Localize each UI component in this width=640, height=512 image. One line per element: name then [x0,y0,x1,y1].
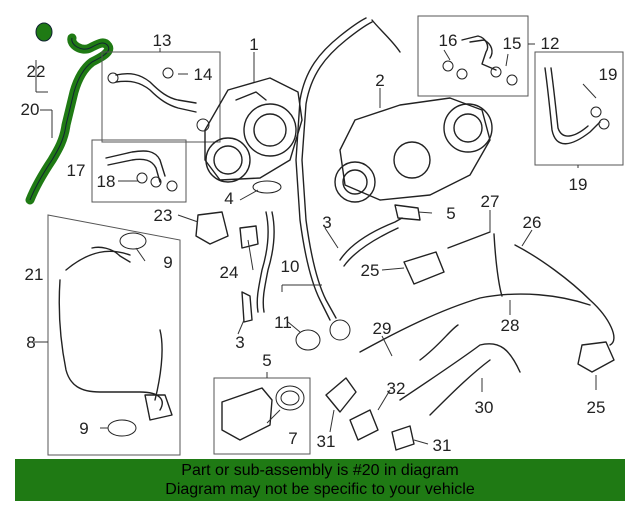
callout-14: 13 [153,31,172,50]
callout-9: 9 [163,253,172,272]
callout-20: 20 [21,100,40,119]
callout-25b: 25 [587,398,606,417]
box-19-18 [534,51,624,166]
callout-10: 9 [79,419,88,438]
callout-8: 8 [26,333,35,352]
callout-12: 11 [274,313,292,332]
callout-23: 23 [154,206,173,225]
callout-13: 12 [541,34,560,53]
callout-5b: 5 [446,204,455,223]
callout-11: 10 [281,257,300,276]
callout-labels: 22 20 13 14 1 2 16 15 12 19 19 17 18 4 2… [21,31,618,455]
callout-25a: 25 [361,261,380,280]
notice-line-2: Diagram may not be specific to your vehi… [165,481,475,498]
callout-22: 21 [25,265,44,284]
notice-line-1: Part or sub-assembly is #20 in diagram [181,462,459,479]
callout-32: 32 [387,379,406,398]
callout-7: 7 [288,429,297,448]
callout-17: 17 [67,161,86,180]
callout-30: 30 [475,398,494,417]
leader-lines [34,43,597,445]
box-17-19 [91,139,187,203]
box-16-15-13 [417,15,529,97]
callout-2: 2 [375,71,384,90]
callout-4: 3 [322,213,331,232]
callout-6: 5 [262,351,271,370]
callout-5a: 4 [224,189,233,208]
callout-15a: 14 [194,65,213,84]
highlighted-hose-20[interactable] [25,22,114,205]
callout-28: 28 [501,316,520,335]
callout-18: 19 [569,175,588,194]
callout-15b: 15 [503,34,522,53]
callout-1: 1 [249,35,258,54]
diagram-notice-banner: Part or sub-assembly is #20 in diagram D… [15,459,625,501]
callout-31a: 31 [317,432,336,451]
callout-31b: 31 [433,436,452,455]
turbocharger-1 [204,77,303,183]
callout-29: 29 [373,319,392,338]
box-14-15 [101,51,221,143]
callout-27: 27 [481,192,500,211]
box-8-9-10 [47,214,181,456]
callout-19b: 18 [97,172,116,191]
callout-19a: 19 [599,65,618,84]
callout-21: 22 [27,62,46,81]
pipes-center [241,17,421,351]
callout-26: 26 [523,213,542,232]
turbocharger-2 [334,97,493,203]
callout-3: 3 [235,333,244,352]
sensors-and-lines-right [195,211,615,451]
callout-16: 16 [439,31,458,50]
callout-24: 24 [220,263,239,282]
box-6-7 [213,377,311,455]
